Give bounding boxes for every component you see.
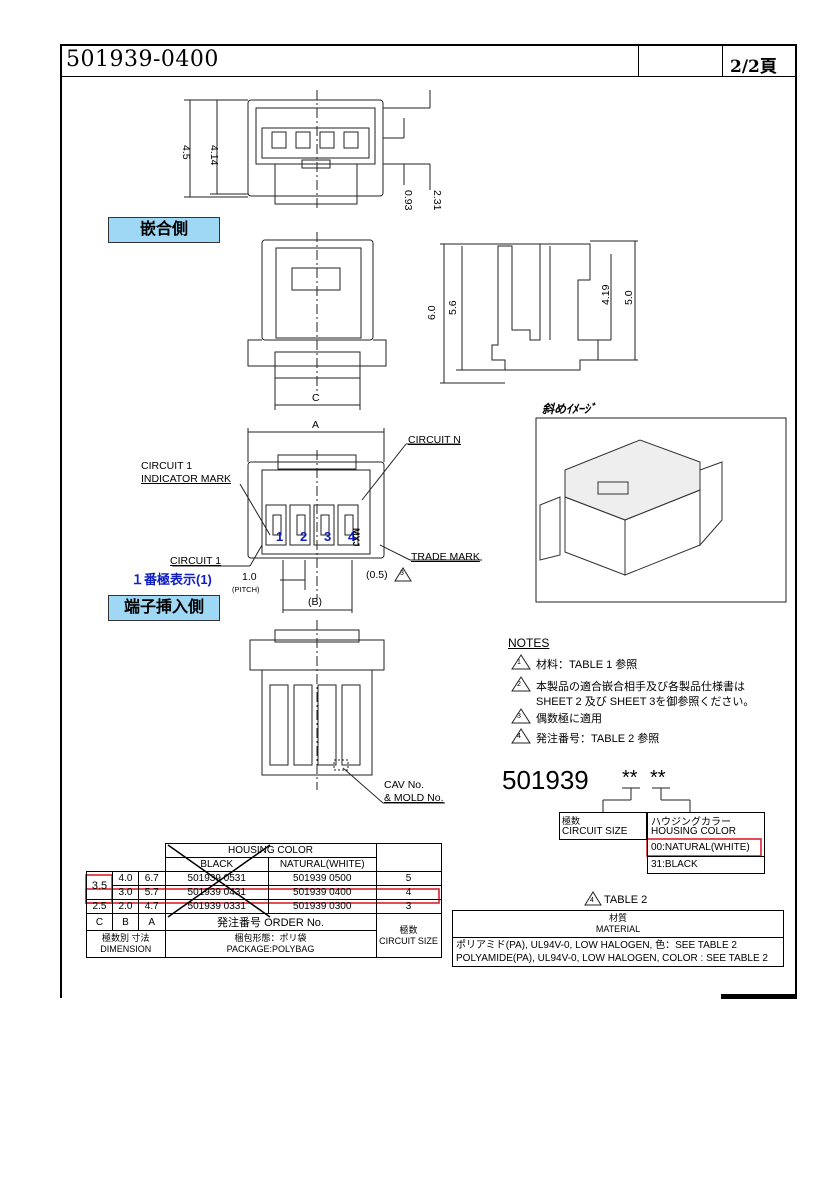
order-color-divider <box>647 856 765 857</box>
pin-3-label: 3 <box>324 529 332 544</box>
package-header: 梱包形態：ポリ袋 PACKAGE:POLYBAG <box>164 930 377 958</box>
col-black: BLACK <box>164 857 269 872</box>
note-4-num: 4 <box>517 733 521 740</box>
dim-4-19: 4.19 <box>600 284 612 305</box>
table-2-title: TABLE 2 <box>604 894 648 906</box>
pin-2-label: 2 <box>300 529 308 544</box>
front-view-drawing <box>247 232 387 395</box>
cav-callout-line1: CAV No. <box>384 779 425 791</box>
dim-a: A <box>312 419 320 431</box>
circuit-n-callout: CIRCUIT N <box>408 434 461 446</box>
order-no-header: 発注番号 ORDER No. <box>164 913 377 931</box>
terminal-view-drawing <box>249 620 385 790</box>
table-row: 3.0 5.7 501939 0431 501939 0400 4 <box>87 885 442 900</box>
note-1-num: 1 <box>517 659 521 666</box>
order-circuit-box <box>559 812 647 840</box>
housing-color-header: HOUSING COLOR <box>164 843 377 858</box>
dim-c: C <box>312 392 320 404</box>
note-2-text: 本製品の適合嵌合相手及び各製品仕様書は <box>536 681 745 693</box>
notes-title: NOTES <box>508 636 550 650</box>
note-1-text: 材料：TABLE 1 参照 <box>536 659 638 671</box>
dim-5-6: 5.6 <box>447 300 459 315</box>
circuit-size-header: 極数 CIRCUIT SIZE <box>375 913 442 958</box>
order-opt-natural: 00:NATURAL(WHITE) <box>651 842 750 853</box>
top-view-drawing <box>247 90 384 210</box>
order-color-jp: ハウジングカラー <box>651 817 731 828</box>
col-c: C <box>86 913 113 931</box>
mating-side-label: 嵌合側 <box>108 217 220 243</box>
dim-5-0: 5.0 <box>623 290 635 305</box>
part-number: 501939-0400 <box>66 47 219 72</box>
note-4-text: 発注番号：TABLE 2 参照 <box>536 733 660 745</box>
cav-callout-line2: & MOLD No. <box>384 792 444 804</box>
pin-1-label: 1 <box>276 529 284 544</box>
drawing-frame <box>60 44 797 998</box>
order-color-box <box>647 812 765 874</box>
order-circuit-en: CIRCUIT SIZE <box>562 826 628 837</box>
note-2-num: 2 <box>517 681 521 688</box>
circuit1-jp-label: １番極表示(1) <box>131 572 212 587</box>
title-divider <box>638 44 639 77</box>
oblique-drawing <box>539 439 723 576</box>
side-view-drawing <box>491 243 599 371</box>
frame-corner-bar <box>721 994 797 999</box>
col-a: A <box>138 913 166 931</box>
note-3-num: 3 <box>517 713 521 720</box>
order-color-en: HOUSING COLOR <box>651 826 737 837</box>
title-bar <box>60 44 797 77</box>
note-3-text: 偶数極に適用 <box>536 713 602 725</box>
material-header: 材質 MATERIAL <box>452 910 784 938</box>
table-1: HOUSING COLOR BLACK NATURAL(WHITE) 3.5 4… <box>86 843 442 958</box>
oblique-image-frame <box>535 417 787 603</box>
circuit1-indicator-line2: INDICATOR MARK <box>141 473 232 485</box>
order-opt-black: 31:BLACK <box>651 859 698 870</box>
table-row: 3.5 4.0 6.7 501939 0531 501939 0500 5 <box>86 871 442 900</box>
trade-mark-text: MXJ <box>351 528 361 547</box>
order-stars-color: ** <box>650 767 666 789</box>
order-base-number: 501939 <box>502 765 589 795</box>
circuit1-callout: CIRCUIT 1 <box>170 555 222 567</box>
trade-mark-callout: TRADE MARK <box>411 551 480 563</box>
dim-pitch: 1.0 <box>242 571 257 583</box>
dim-0-5: (0.5) <box>366 569 388 581</box>
terminal-side-label: 端子挿入側 <box>108 595 220 621</box>
dim-b: (B) <box>308 596 322 608</box>
material-value: ポリアミド(PA), UL94V-0, LOW HALOGEN, 色：SEE T… <box>452 937 784 967</box>
dim-4-5: 4.5 <box>180 145 192 160</box>
circuit1-indicator-line1: CIRCUIT 1 <box>141 460 193 472</box>
table-2-num: 4 <box>590 897 594 904</box>
note-2-text-cont: SHEET 2 及び SHEET 3を御参照ください。 <box>536 696 755 708</box>
oblique-label: 斜めｲﾒｰｼﾞ <box>542 402 597 416</box>
col-natural: NATURAL(WHITE) <box>267 857 377 872</box>
dimension-header: 極数別 寸法 DIMENSION <box>86 930 166 958</box>
dim-6-0: 6.0 <box>426 305 438 320</box>
note-3-triangle-ref: 3 <box>400 570 404 577</box>
dim-4-14: 4.14 <box>208 145 220 166</box>
dim-0-93: 0.93 <box>402 190 414 211</box>
table-2: 材質 MATERIAL ポリアミド(PA), UL94V-0, LOW HALO… <box>452 910 784 967</box>
circuit-view-drawing <box>247 450 385 600</box>
order-circuit-jp: 極数 <box>562 816 581 826</box>
dim-2-31: 2.31 <box>431 190 443 211</box>
col-b: B <box>112 913 139 931</box>
dim-pitch-label: (PITCH) <box>232 585 260 594</box>
order-stars-circuit: ** <box>622 767 638 789</box>
page-number: 2/2頁 <box>730 57 777 77</box>
table-row: 2.5 2.0 4.7 501939 0331 501939 0300 3 <box>86 899 442 914</box>
pin-4-label: 4 <box>348 529 356 544</box>
title-divider <box>722 44 723 77</box>
